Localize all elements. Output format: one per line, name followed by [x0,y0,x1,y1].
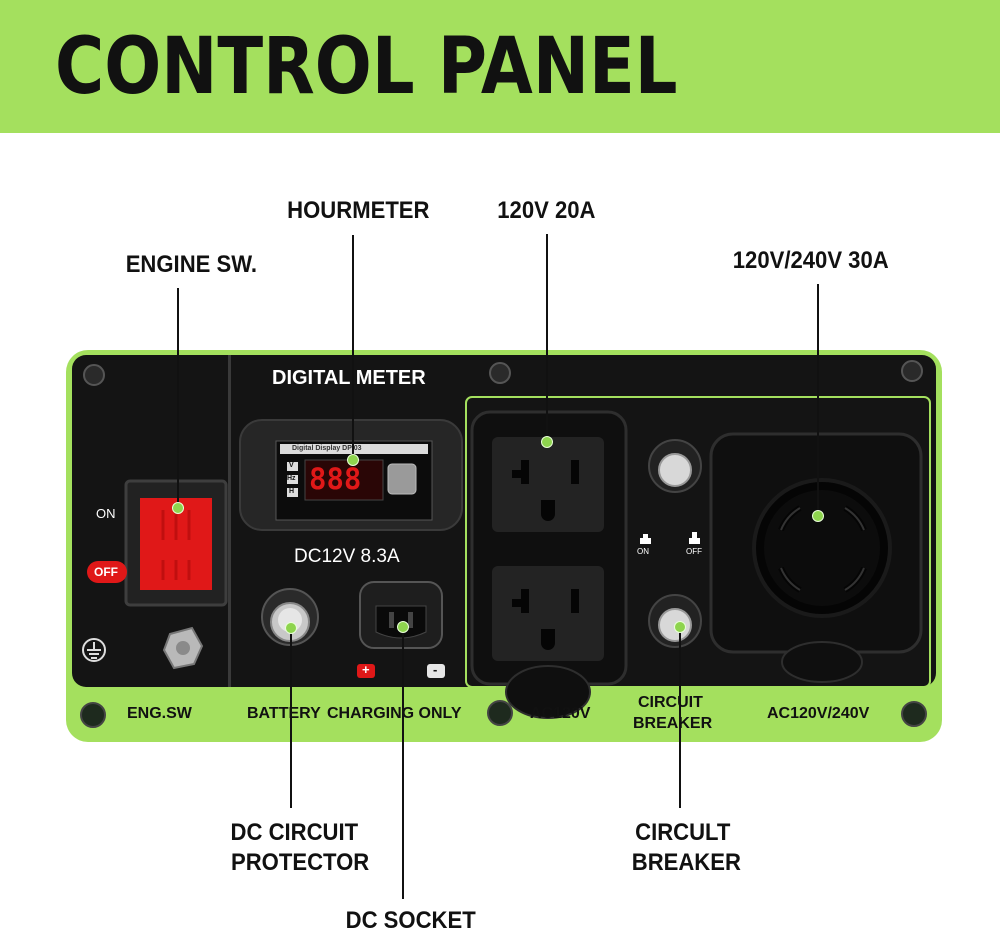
outlet-240v-marker [812,510,824,522]
dc-socket-leader [402,627,404,899]
meter-readout: 888 [309,462,362,496]
plus-label: + [362,662,370,677]
strip-charging-only: CHARGING ONLY [327,705,462,722]
off-pill [87,561,127,583]
breaker-leader [679,627,681,808]
engine-switch-leader [177,288,179,508]
panel-divider [228,355,231,687]
callout-engine-switch: ENGINE SW. [125,251,257,278]
ground-icon [82,638,106,662]
minus-terminal [427,664,445,678]
meter-mode-hz: Hz [287,475,296,482]
strip-battery: BATTERY [247,705,321,722]
hourmeter-reset-button [387,463,417,495]
engine-switch-marker [172,502,184,514]
page-title: CONTROL PANEL [55,22,678,112]
callout-breaker: BREAKER [631,849,741,876]
callout-dc-socket: DC SOCKET [345,907,476,934]
strip-breaker: BREAKER [633,715,713,732]
dc-rating-label: DC12V 8.3A [294,546,400,567]
minus-label: - [433,662,438,677]
plus-terminal [357,664,375,678]
hourmeter-leader [352,235,354,460]
dc-protector-marker [285,622,297,634]
callout-protector: PROTECTOR [231,849,370,876]
outlet-slots [512,460,579,650]
outlet-120v-marker [541,436,553,448]
digital-meter-title: DIGITAL METER [272,367,426,389]
switch-off-label: OFF [94,565,118,579]
callout-hourmeter: HOURMETER [287,197,430,224]
outlet-120v-leader [546,234,548,442]
screw-icons [83,360,923,386]
switch-on-label: ON [96,506,116,521]
engine-switch-ridges [161,510,191,580]
title-banner: CONTROL PANEL [0,0,1000,133]
meter-mode-v: V [289,462,294,469]
meter-mode-h: H [289,488,295,495]
outlet-cover-flap [505,665,591,719]
callout-circult: CIRCULT [635,819,731,846]
breaker-marker [674,621,686,633]
breaker-on-label: ON [637,547,649,556]
strip-eng-sw: ENG.SW [127,705,192,722]
strip-ac120-240v: AC120V/240V [767,705,870,722]
strip-screw-icons [80,700,927,728]
hourmeter-marker [347,454,359,466]
strip-circuit: CIRCUIT [638,694,703,711]
dc-protector-leader [290,628,292,808]
strip-ac120v: AC120V [530,705,591,722]
meter-caption: Digital Display DP 03 [292,445,362,452]
callout-dc-circuit: DC CIRCUIT [230,819,359,846]
dc-socket-marker [397,621,409,633]
breaker-off-label: OFF [686,547,702,556]
callout-120v-240v-30a: 120V/240V 30A [732,247,889,274]
callout-120v-20a: 120V 20A [497,197,596,224]
outlet-240v-leader [817,284,819,516]
